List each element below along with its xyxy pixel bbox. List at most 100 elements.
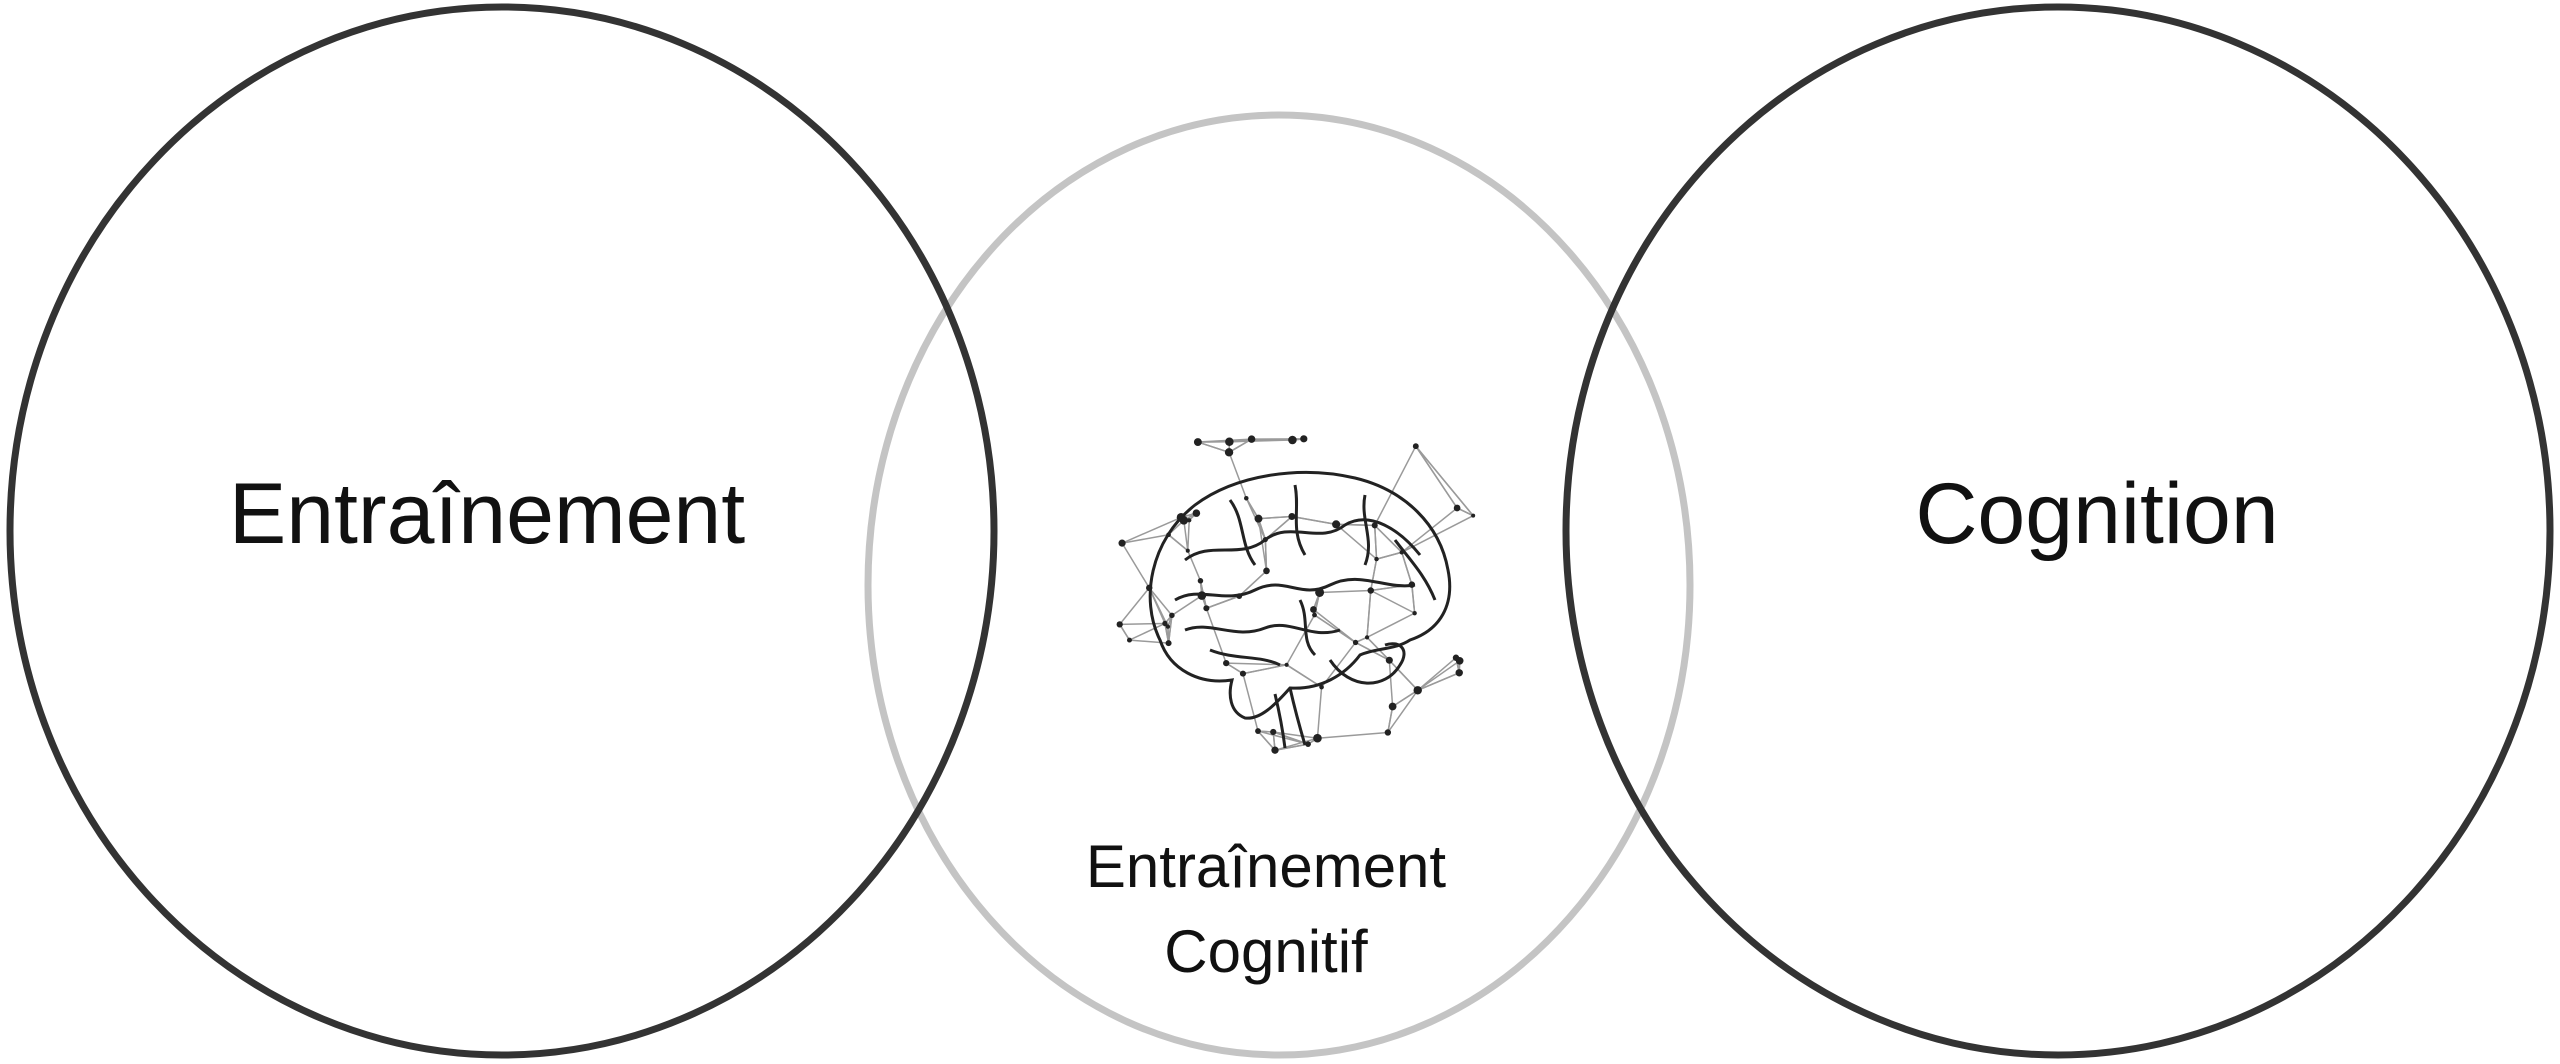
network-node	[1239, 670, 1247, 677]
network-node	[1192, 509, 1201, 517]
network-node	[1453, 504, 1461, 512]
network-node	[1165, 640, 1172, 647]
network-edge	[1187, 520, 1190, 551]
network-edge	[1291, 515, 1337, 526]
network-node	[1255, 728, 1261, 734]
network-node	[1388, 702, 1397, 711]
network-edge	[1415, 445, 1458, 509]
network-edge	[1238, 570, 1268, 597]
network-node	[1271, 746, 1279, 754]
network-node	[1162, 620, 1168, 627]
network-node	[1313, 733, 1322, 743]
network-edge	[1366, 590, 1372, 638]
network-nodes	[1116, 435, 1476, 754]
network-edge	[1286, 664, 1322, 688]
network-node	[1203, 605, 1210, 612]
brain-icon	[1148, 470, 1452, 749]
center-circle	[864, 111, 1694, 1059]
network-node	[1364, 635, 1370, 640]
network-edge	[1129, 639, 1169, 644]
network-edge	[1251, 438, 1293, 441]
network-edge	[1197, 441, 1230, 454]
right-circle-label: Cognition	[1915, 466, 2278, 562]
network-node	[1412, 610, 1417, 616]
network-node	[1244, 495, 1249, 501]
network-node	[1224, 448, 1234, 457]
network-node	[1374, 556, 1379, 562]
network-edge	[1119, 622, 1165, 626]
network-edge	[1183, 520, 1189, 551]
network-node	[1169, 612, 1175, 619]
network-edge	[1242, 673, 1259, 732]
network-node	[1288, 513, 1296, 521]
network-node	[1288, 435, 1297, 445]
network-edge	[1273, 731, 1318, 739]
network-node	[1367, 587, 1374, 594]
network-edge	[1148, 587, 1173, 616]
network-edge	[1258, 515, 1292, 520]
network-node	[1332, 520, 1341, 529]
left-circle-label: Entraînement	[229, 466, 745, 562]
network-edge	[1369, 558, 1378, 591]
network-edge	[1417, 672, 1460, 691]
network-edge	[1129, 622, 1166, 641]
network-node	[1312, 612, 1317, 618]
network-edge	[1197, 438, 1252, 443]
network-edge	[1387, 706, 1394, 733]
network-node	[1471, 513, 1476, 518]
network-node	[1225, 437, 1234, 447]
network-edge	[1388, 660, 1394, 707]
network-node	[1352, 639, 1359, 646]
network-node	[1187, 518, 1192, 523]
network-edge	[1336, 523, 1375, 527]
center-label-line2: Cognitif	[1164, 918, 1368, 985]
center-label-line1: Entraînement	[1086, 833, 1447, 900]
network-node	[1185, 548, 1190, 553]
network-node	[1384, 729, 1392, 736]
network-node	[1455, 656, 1464, 665]
network-edge	[1242, 664, 1287, 675]
network-edge	[1319, 589, 1371, 594]
network-node	[1247, 435, 1256, 443]
network-edge	[1401, 552, 1413, 585]
network-edge	[1320, 642, 1357, 688]
network-edge	[1168, 534, 1189, 552]
network-edge	[1392, 689, 1419, 708]
network-edge	[1312, 608, 1357, 644]
network-edge	[1387, 689, 1419, 733]
network-node	[1385, 656, 1393, 664]
network-node	[1118, 539, 1126, 547]
network-node	[1254, 514, 1263, 523]
network-edge	[1285, 614, 1316, 666]
network-edge	[1148, 587, 1169, 627]
network-edge	[1373, 525, 1378, 560]
network-node	[1455, 669, 1463, 677]
network-node	[1263, 567, 1270, 575]
left-circle	[6, 3, 998, 1059]
network-node	[1319, 684, 1324, 690]
network-edge	[1411, 584, 1416, 614]
network-node	[1165, 624, 1171, 629]
network-edge	[1415, 445, 1474, 517]
network-node	[1310, 606, 1317, 613]
network-edge	[1206, 595, 1240, 609]
network-edge	[1225, 662, 1244, 675]
network-edge	[1317, 731, 1388, 739]
network-edge	[1121, 534, 1169, 544]
brain-network-icon	[1116, 435, 1476, 754]
network-edge	[1228, 452, 1247, 499]
network-node	[1270, 728, 1277, 736]
network-node	[1223, 659, 1230, 667]
network-node	[1127, 637, 1132, 643]
network-edge	[1374, 524, 1403, 553]
network-edge	[1316, 687, 1323, 739]
network-edge	[1167, 615, 1173, 644]
network-edge	[1374, 445, 1417, 526]
right-circle	[1562, 3, 2554, 1059]
network-edge	[1370, 589, 1415, 614]
network-node	[1197, 578, 1204, 584]
network-node	[1305, 741, 1311, 747]
network-edge	[1274, 737, 1318, 751]
network-edge	[1417, 657, 1457, 691]
